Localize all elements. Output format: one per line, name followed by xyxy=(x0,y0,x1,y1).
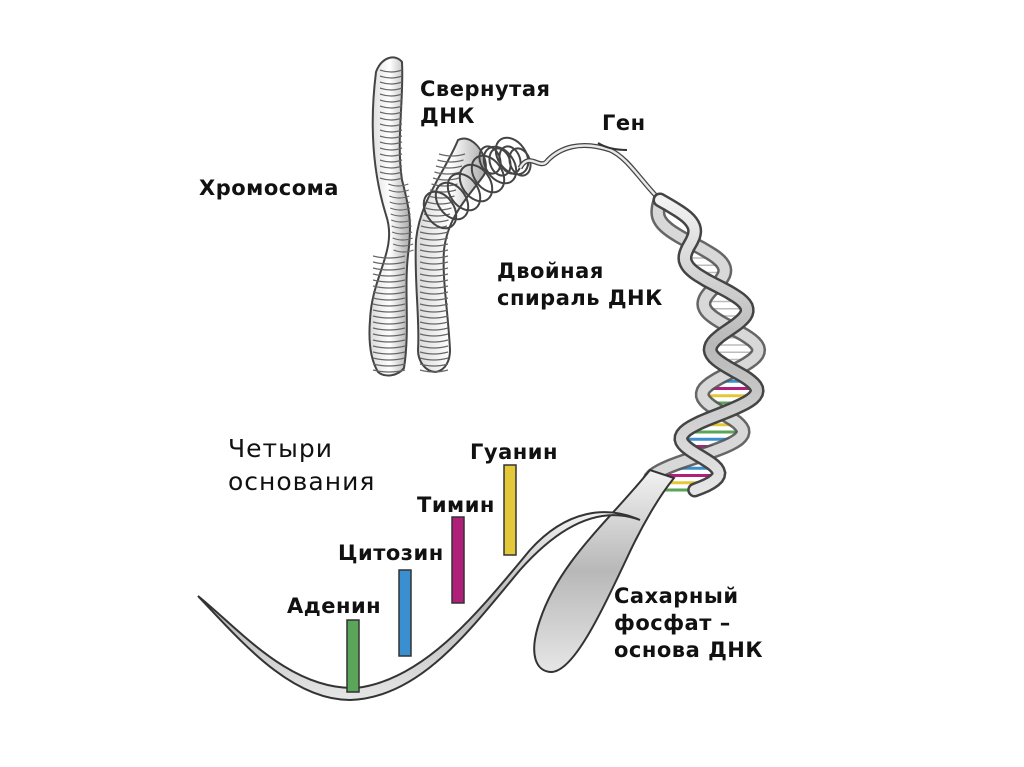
backbone-label-line-3: основа ДНК xyxy=(614,637,763,664)
adenine-label: Аденин xyxy=(287,593,381,620)
guanine-bar xyxy=(504,465,516,555)
double-helix-label-line-1: Двойная xyxy=(497,258,663,285)
guanine-label: Гуанин xyxy=(470,439,558,466)
backbone-label-line-2: фосфат – xyxy=(614,610,763,637)
thymine-label: Тимин xyxy=(417,492,495,519)
chromosome-label: Хромосома xyxy=(199,175,339,202)
double-helix xyxy=(650,200,759,490)
backbone-label: Сахарный фосфат – основа ДНК xyxy=(614,583,763,664)
backbone-label-line-1: Сахарный xyxy=(614,583,763,610)
four-bases-label-line-2: основания xyxy=(228,465,375,498)
four-bases-label-line-1: Четыри xyxy=(228,432,375,465)
coiled-dna-label-line-1: Свернутая xyxy=(420,76,551,103)
thymine-bar xyxy=(452,517,464,603)
four-bases-label: Четыри основания xyxy=(228,432,375,498)
cytosine-bar xyxy=(399,570,411,656)
double-helix-label-line-2: спираль ДНК xyxy=(497,285,663,312)
coiled-dna-label: Свернутая ДНК xyxy=(420,76,551,130)
adenine-bar xyxy=(347,620,359,692)
cytosine-label: Цитозин xyxy=(338,540,444,567)
double-helix-label: Двойная спираль ДНК xyxy=(497,258,663,312)
gene-label: Ген xyxy=(602,110,646,137)
uncoiled-strand xyxy=(520,145,660,200)
coiled-dna-label-line-2: ДНК xyxy=(420,103,551,130)
